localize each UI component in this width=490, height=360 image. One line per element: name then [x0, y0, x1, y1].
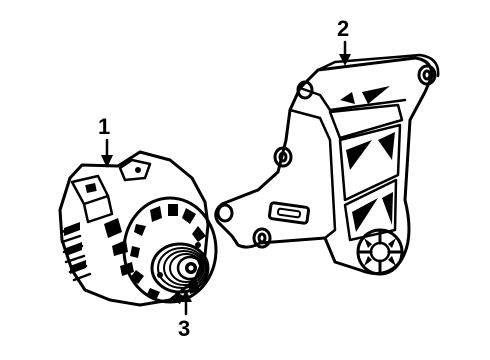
callout-3-arrowhead	[180, 290, 192, 302]
callout-2: 2	[337, 16, 351, 66]
pulley	[150, 242, 210, 294]
callout-1-arrowhead	[101, 155, 113, 168]
callout-1-label: 1	[98, 114, 110, 139]
callout-3-label: 3	[178, 316, 190, 341]
alternator	[58, 150, 218, 307]
mounting-bracket	[214, 53, 440, 276]
callout-3: 3	[178, 290, 192, 341]
callout-2-label: 2	[337, 16, 349, 41]
callout-1: 1	[98, 114, 113, 168]
callout-2-arrowhead	[339, 54, 351, 66]
